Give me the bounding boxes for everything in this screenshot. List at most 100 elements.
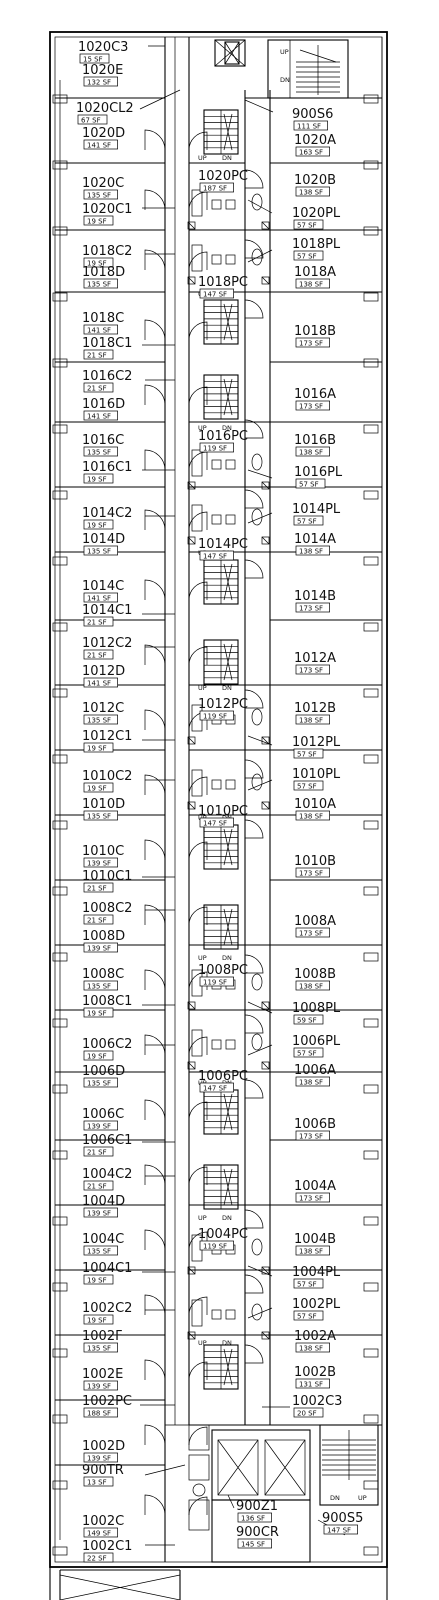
window [363,1018,379,1028]
window [363,94,379,104]
area-box [83,592,118,603]
area-box [83,914,114,925]
room-area: 136 SF [241,1515,265,1523]
chase-mark [187,536,196,545]
room-number: 1006B [294,1117,336,1132]
stair-down-label: DN [222,684,232,692]
room-number: 1006PC [198,1069,248,1084]
area-box [83,1077,118,1088]
room-area: 147 SF [203,553,227,561]
toilet [251,1238,263,1256]
stair-arrow [223,378,233,416]
door-swing [144,579,166,601]
area-box [293,120,328,131]
sink [211,459,222,470]
window [363,1216,379,1226]
area-box [293,1407,324,1418]
room-number: 1010C1 [82,869,132,884]
room-number: 1002PC [82,1394,132,1409]
leader-line [244,99,274,113]
room-area: 19 SF [87,1317,107,1325]
room-number: 1018PC [198,275,248,290]
plumbing-fixtures [187,189,270,1340]
room-area: 57 SF [297,1281,317,1289]
stair-down-label: DN [222,954,232,962]
room-number: 1020PL [292,206,341,221]
room-number: 1008C2 [82,901,132,916]
toilet-room [187,189,270,230]
room-area: 59 SF [297,1017,317,1025]
room-area: 19 SF [87,1053,107,1061]
room-area: 119 SF [203,713,227,721]
door-swing [144,1164,166,1186]
area-box [295,1130,330,1141]
room-area: 21 SF [87,1183,107,1191]
windows [52,94,379,1556]
room-number: 1006A [294,1063,336,1078]
window [363,1480,379,1490]
chase-mark [187,1266,196,1275]
room-area: 173 SF [299,870,323,878]
interior-walls [59,37,383,1562]
room-number: 1018B [294,324,336,339]
area-box [237,1512,272,1523]
window [363,1546,379,1556]
area-box [293,250,324,261]
room-number: 1010A [294,797,336,812]
door-swing [144,189,166,211]
area-box [77,114,108,125]
window [363,622,379,632]
stair-arrow [223,563,233,601]
area-box [293,1047,324,1058]
room-area: 135 SF [87,281,111,289]
shower [191,1029,203,1057]
room-area: 147 SF [203,1085,227,1093]
room-area: 21 SF [87,619,107,627]
door-swing [144,319,166,341]
room-number: 1010C2 [82,769,132,784]
room-number: 1010PL [292,767,341,782]
leader-line [247,779,273,791]
leader-lines [139,45,346,1546]
room-number: 900S6 [292,107,333,122]
room-number: 1002F [82,1329,123,1344]
room-number: 900S5 [322,1511,363,1526]
door-swing [244,819,264,839]
room-area: 135 SF [87,548,111,556]
room-area: 19 SF [87,218,107,226]
room-number: 1002C1 [82,1539,132,1554]
shower [191,189,203,217]
door-swing [144,774,166,796]
window [363,226,379,236]
room-area: 149 SF [87,1530,111,1538]
room-area: 139 SF [87,945,111,953]
leader-line [247,1265,273,1277]
area-box [295,714,330,725]
area-box [83,1407,118,1418]
room-number: 1016B [294,433,336,448]
doors [144,129,264,1516]
room-number: 1014C2 [82,506,132,521]
area-box [83,810,118,821]
room-area: 19 SF [87,785,107,793]
room-number: 1020A [294,133,336,148]
room-number: 1018C2 [82,244,132,259]
area-box [83,1314,114,1325]
